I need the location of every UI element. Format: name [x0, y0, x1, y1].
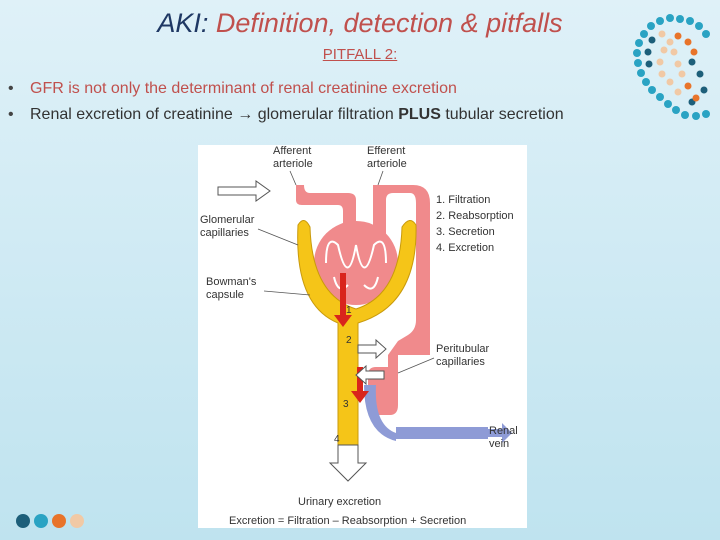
bullet-item: • GFR is not only the determinant of rena…: [8, 76, 708, 102]
secretion-inflow-arrow: [355, 364, 385, 386]
efferent-label: arteriole: [367, 158, 407, 170]
afferent-label: Afferent: [273, 145, 311, 157]
bullet-text-start: Renal excretion of creatinine: [30, 106, 233, 123]
bullet-text: GFR is not only the determinant of renal…: [30, 80, 457, 97]
title-main: Definition, detection & pitfalls: [215, 8, 563, 38]
bullet-icon: •: [8, 106, 14, 123]
step-number: 1: [346, 305, 352, 316]
step-number: 2: [346, 335, 352, 346]
step-number: 3: [343, 399, 349, 410]
bullet-icon: •: [8, 80, 14, 97]
secretion-arrow: [351, 367, 369, 403]
bullet-text-bold: PLUS: [398, 106, 441, 123]
excretion-equation: Excretion = Filtration – Reabsorption + …: [229, 515, 466, 527]
venous-return: [364, 385, 396, 441]
footer-dots-icon: [16, 514, 84, 528]
legend-item: 4. Excretion: [436, 242, 494, 254]
urinary-excretion-label: Urinary excretion: [298, 496, 381, 508]
process-arrows: [217, 180, 512, 443]
title-prefix: AKI:: [157, 8, 209, 38]
afferent-label: arteriole: [273, 158, 313, 170]
tubule: [297, 220, 417, 482]
legend-item: 3. Secretion: [436, 226, 495, 238]
renal-vein-label: Renal: [489, 425, 518, 437]
legend-item: 1. Filtration: [436, 194, 490, 206]
step-number: 4: [334, 434, 340, 445]
renal-vein-arrow: [488, 423, 512, 443]
reabsorption-arrow: [357, 338, 387, 360]
slide-title: AKI: Definition, detection & pitfalls: [0, 8, 720, 39]
peritubular-label: Peritubular: [436, 343, 490, 355]
filtration-arrow: [334, 273, 352, 327]
bullet-list: • GFR is not only the determinant of rena…: [8, 76, 708, 128]
capillary-loops: [325, 240, 387, 290]
nephron-diagram: 1 2 3 4 Afferent arteriole Efferent arte…: [198, 145, 527, 528]
renal-vein: [396, 427, 488, 439]
efferent-arteriole: [373, 185, 430, 355]
efferent-label: Efferent: [367, 145, 405, 157]
arrow-right-icon: →: [237, 106, 254, 123]
dotted-logo-icon: [633, 14, 710, 120]
bowmans-label: capsule: [206, 289, 244, 301]
bowmans-capsule: [297, 220, 417, 456]
bullet-item: • Renal excretion of creatinine → glomeru…: [8, 102, 708, 128]
glomerular-label: Glomerular: [200, 214, 255, 226]
afferent-arteriole: [296, 185, 356, 240]
renal-vein-label: vein: [489, 438, 509, 450]
glomerular-label: capillaries: [200, 227, 249, 239]
nephron-svg: 1 2 3 4 Afferent arteriole Efferent arte…: [200, 145, 518, 527]
legend-item: 2. Reabsorption: [436, 210, 514, 222]
bullet-text-mid: glomerular filtration: [257, 106, 394, 123]
afferent-inflow-arrow: [217, 180, 271, 202]
peritubular-label: capillaries: [436, 356, 485, 368]
pitfall-heading: PITFALL 2:: [322, 46, 398, 63]
bowmans-label: Bowman's: [206, 276, 257, 288]
bullet-text-end: tubular secretion: [445, 106, 564, 123]
process-legend: 1. Filtration 2. Reabsorption 3. Secreti…: [436, 194, 514, 254]
excretion-arrow: [328, 444, 368, 482]
